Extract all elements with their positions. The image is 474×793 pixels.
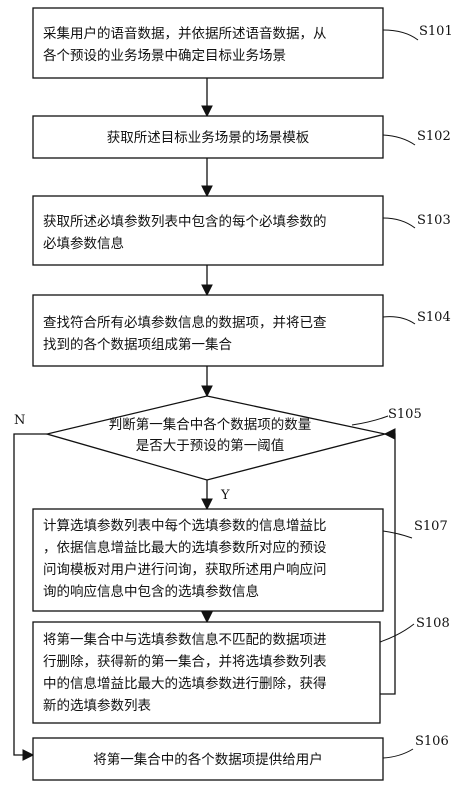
s106-text-line-1: 将第一集合中的各个数据项提供给用户 xyxy=(93,751,323,768)
s108-label: S108 xyxy=(416,616,450,631)
s106-box xyxy=(32,737,384,781)
s108-text-line-4: 新的选填参数列表 xyxy=(43,697,151,714)
step-s108: 将第一集合中与选填参数信息不匹配的数据项进 行删除，获得新的第一集合，并将选填参… xyxy=(32,621,381,724)
s103-label: S103 xyxy=(417,213,451,228)
s104-text-line-2: 找到的各个数据项组成第一集合 xyxy=(43,336,232,353)
step-s102: 获取所述目标业务场景的场景模板 xyxy=(32,115,384,159)
s107-text-line-3: 问询模板对用户进行问询，获取所述用户响应问 xyxy=(43,561,327,578)
step-s106: 将第一集合中的各个数据项提供给用户 xyxy=(32,737,384,781)
s107-text-line-2: ，依据信息增益比最大的选填参数所对应的预设 xyxy=(43,539,327,556)
s101-leader xyxy=(382,29,419,41)
connectors xyxy=(13,78,396,761)
s102-leader xyxy=(382,134,416,146)
branch-yes-label: Y xyxy=(220,488,230,503)
s108-box xyxy=(32,621,381,724)
loop-arrow-s108-s105 xyxy=(380,428,396,695)
s104-box xyxy=(32,294,384,367)
s105-leader xyxy=(351,415,389,426)
s104-leader xyxy=(382,316,416,325)
s102-label: S102 xyxy=(417,129,451,144)
s108-text-line-1: 将第一集合中与选填参数信息不匹配的数据项进 xyxy=(43,631,327,648)
s103-box xyxy=(32,195,384,266)
s107-label: S107 xyxy=(414,519,448,534)
s101-label: S101 xyxy=(419,24,453,39)
s102-text-line-1: 获取所述目标业务场景的场景模板 xyxy=(107,130,310,146)
s104-label: S104 xyxy=(417,310,451,325)
s106-label: S106 xyxy=(415,734,449,749)
s105-text-line-2: 是否大于预设的第一阈值 xyxy=(136,437,285,454)
s101-box xyxy=(32,7,384,79)
branch-no-label: N xyxy=(14,413,25,428)
step-s107: 计算选填参数列表中每个选填参数的信息增益比 ，依据信息增益比最大的选填参数所对应… xyxy=(32,508,384,612)
s101-text-line-1: 采集用户的语音数据，并依据所述语音数据，从 xyxy=(43,25,327,42)
step-s103: 获取所述必填参数列表中包含的每个必填参数的 必填参数信息 xyxy=(32,195,384,266)
s107-box xyxy=(32,508,384,612)
s107-leader xyxy=(382,530,413,539)
s106-leader xyxy=(382,748,414,759)
step-labels: S101 S102 S103 S104 S105 S107 S108 S106 xyxy=(351,24,453,759)
s108-leader xyxy=(379,623,415,643)
s104-text-line-1: 查找符合所有必填参数信息的数据项，并将已查 xyxy=(43,314,327,331)
s101-text-line-2: 各个预设的业务场景中确定目标业务场景 xyxy=(43,48,286,64)
s103-text-line-1: 获取所述必填参数列表中包含的每个必填参数的 xyxy=(43,213,327,230)
decision-s105: 判断第一集合中各个数据项的数量 是否大于预设的第一阈值 xyxy=(44,395,386,481)
s108-text-line-2: 行删除，获得新的第一集合，并将选填参数列表 xyxy=(43,653,327,670)
s107-text-line-4: 询的响应信息中包含的选填参数信息 xyxy=(43,583,259,600)
s108-text-line-3: 中的信息增益比最大的选填参数进行删除，获得 xyxy=(43,675,327,692)
s107-text-line-1: 计算选填参数列表中每个选填参数的信息增益比 xyxy=(43,517,327,534)
s105-diamond xyxy=(44,395,386,481)
step-s104: 查找符合所有必填参数信息的数据项，并将已查 找到的各个数据项组成第一集合 xyxy=(32,294,384,367)
s103-text-line-2: 必填参数信息 xyxy=(43,235,124,252)
step-s101: 采集用户的语音数据，并依据所述语音数据，从 各个预设的业务场景中确定目标业务场景 xyxy=(32,7,384,79)
s102-box xyxy=(32,115,384,159)
s105-label: S105 xyxy=(388,407,422,422)
s105-text-line-1: 判断第一集合中各个数据项的数量 xyxy=(109,416,312,433)
s103-leader xyxy=(382,217,416,229)
arrow-no-s106 xyxy=(13,433,47,761)
